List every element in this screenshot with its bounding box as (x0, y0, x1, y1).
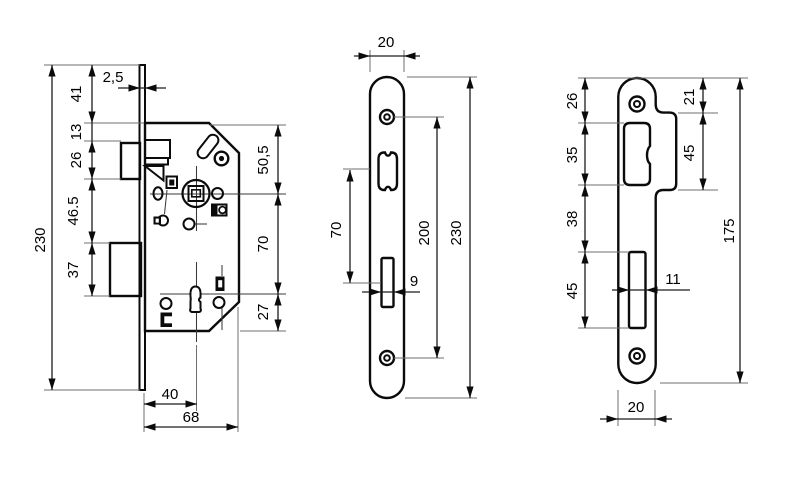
dim-latch-height: 26 (68, 152, 85, 169)
dim-case-to-latch: 13 (68, 124, 85, 141)
pivot-pin (182, 217, 196, 231)
dim-strike-width: 20 (628, 399, 645, 416)
spring-pin (153, 214, 169, 227)
bolt-slot (380, 256, 395, 309)
dim-plate-thickness: 2,5 (103, 69, 124, 86)
dimension-arrows (48, 65, 282, 431)
dim-latch-to-bolt: 46.5 (65, 196, 82, 225)
dim-faceplate-width: 20 (378, 34, 395, 51)
dim-key-to-bottom: 27 (255, 304, 272, 321)
dim-slot-height: 45 (564, 283, 581, 300)
latch-bevel (142, 165, 165, 183)
dim-opening-to-slot: 38 (564, 211, 581, 228)
guide-block (165, 175, 178, 189)
fixing-hole-right (212, 296, 226, 309)
latch-opening (622, 121, 652, 187)
lock-body-view: 2,5 41 13 26 46.5 37 230 50,5 70 27 40 6… (32, 64, 286, 432)
dim-case-depth: 68 (183, 409, 200, 426)
latch-opening (377, 151, 399, 192)
spring-post (152, 186, 164, 201)
dim-top-to-case: 41 (68, 86, 85, 103)
dim-opening-height: 35 (564, 147, 581, 164)
dim-total-height: 230 (32, 227, 49, 252)
screw-hole-bottom (628, 347, 646, 365)
dimension-arrows (581, 78, 744, 423)
dim-top-to-lip: 21 (681, 89, 698, 106)
lever-spring (196, 133, 230, 167)
key-cylinder (189, 285, 202, 313)
dim-latch-to-bolt-axis: 70 (328, 222, 345, 239)
dim-lip-height: 45 (681, 145, 698, 162)
stop-post (211, 187, 224, 200)
strike-plate-outline (617, 76, 678, 385)
bolt-stop (211, 203, 228, 217)
fixing-hole-left (159, 297, 173, 310)
dim-axis-spacing: 70 (255, 236, 272, 253)
dim-slot-width: 11 (665, 271, 681, 288)
dim-backset: 40 (162, 386, 179, 403)
screw-hole-bottom (378, 349, 396, 367)
latch-bolt (119, 139, 171, 183)
screw-hole-top (628, 95, 646, 113)
dim-bolt-slot-width: 9 (410, 273, 418, 290)
dim-screw-spacing: 200 (416, 220, 433, 245)
spring-clip (160, 312, 172, 327)
deadbolt (108, 241, 143, 298)
dim-top-to-opening: 26 (564, 93, 581, 110)
spindle-follower (181, 178, 211, 209)
faceplate-outline (368, 75, 406, 400)
strike-plate-view: 26 35 38 45 21 45 175 11 20 (564, 76, 748, 426)
dim-faceplate-height: 230 (448, 220, 465, 245)
strike-plate-dimensions: 26 35 38 45 21 45 175 11 20 (564, 77, 748, 426)
screw-hole-top (378, 108, 396, 126)
faceplate-view: 20 70 200 230 9 (328, 34, 477, 400)
dim-bolt-height: 37 (65, 262, 82, 279)
faceplate-dimensions: 20 70 200 230 9 (328, 34, 477, 399)
dim-case-to-axis: 50,5 (255, 145, 272, 174)
lock-case-outline (143, 121, 241, 333)
tumbler-block (215, 276, 225, 291)
dim-strike-height: 175 (721, 218, 738, 243)
lock-body-dimensions: 2,5 41 13 26 46.5 37 230 50,5 70 27 40 6… (32, 64, 286, 432)
